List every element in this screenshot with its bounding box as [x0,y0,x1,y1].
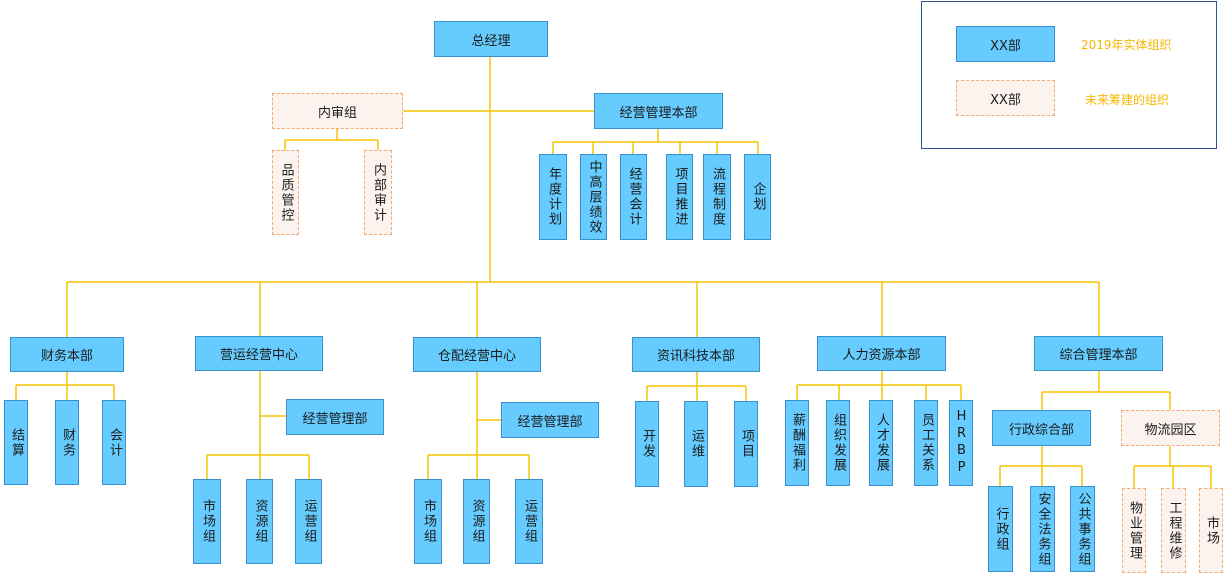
node-admin-group: 行政组 [988,486,1013,572]
node-wh-resource: 资源组 [463,479,490,564]
node-it-project: 项目 [734,401,758,487]
node-ops-center: 营运经营中心 [195,336,323,371]
node-wh-business-mgmt: 经营管理部 [501,402,599,438]
node-employee-relations: 员工关系 [914,400,938,486]
node-public-affairs: 公共事务组 [1070,486,1095,572]
node-hrbp: HRBP [949,400,973,486]
node-mid-senior-performance: 中高层绩效 [580,154,607,240]
node-wh-operation: 运营组 [515,479,543,564]
node-it: 资讯科技本部 [632,337,760,372]
legend-future-sample: XX部 [956,80,1055,116]
node-hr: 人力资源本部 [817,336,946,371]
node-accounting: 会计 [102,400,126,485]
node-quality-control: 品质管控 [272,150,299,235]
legend-current-sample: XX部 [956,26,1055,62]
node-admin-dept: 行政综合部 [992,410,1091,446]
node-business-mgmt: 经营管理本部 [594,93,723,129]
node-property-mgmt: 物业管理 [1122,488,1146,573]
node-logistics-park: 物流园区 [1121,410,1220,446]
node-annual-plan: 年度计划 [539,154,567,240]
node-logistics-market: 市场 [1199,488,1223,573]
legend [921,1,1217,149]
node-ops-operation: 运营组 [295,479,322,564]
node-internal-auditing: 内部审计 [364,150,392,235]
node-wh-market: 市场组 [414,479,442,564]
node-internal-audit: 内审组 [272,93,403,129]
node-settlement: 结算 [4,400,28,485]
node-finance: 财务本部 [10,337,124,372]
node-safety-legal: 安全法务组 [1030,486,1055,572]
node-engineering-maintenance: 工程维修 [1161,488,1186,573]
node-finance-team: 财务 [55,400,79,485]
node-ops-market: 市场组 [193,479,221,564]
node-compensation: 薪酬福利 [785,400,809,486]
node-business-accounting: 经营会计 [620,154,647,240]
node-devops: 运维 [684,401,708,487]
node-planning: 企划 [744,154,771,240]
node-talent-development: 人才发展 [869,400,893,486]
node-process-policy: 流程制度 [703,154,731,240]
node-warehouse-center: 仓配经营中心 [413,337,541,372]
legend-future-desc: 未来筹建的组织 [1085,93,1170,107]
legend-current-desc: 2019年实体组织 [1081,38,1172,52]
node-project-promotion: 项目推进 [666,154,693,240]
node-ceo: 总经理 [434,21,548,57]
node-org-development: 组织发展 [826,400,850,486]
node-ops-resource: 资源组 [246,479,273,564]
node-ops-business-mgmt: 经营管理部 [286,399,384,435]
node-general-mgmt: 综合管理本部 [1034,336,1163,371]
node-development: 开发 [635,401,659,487]
